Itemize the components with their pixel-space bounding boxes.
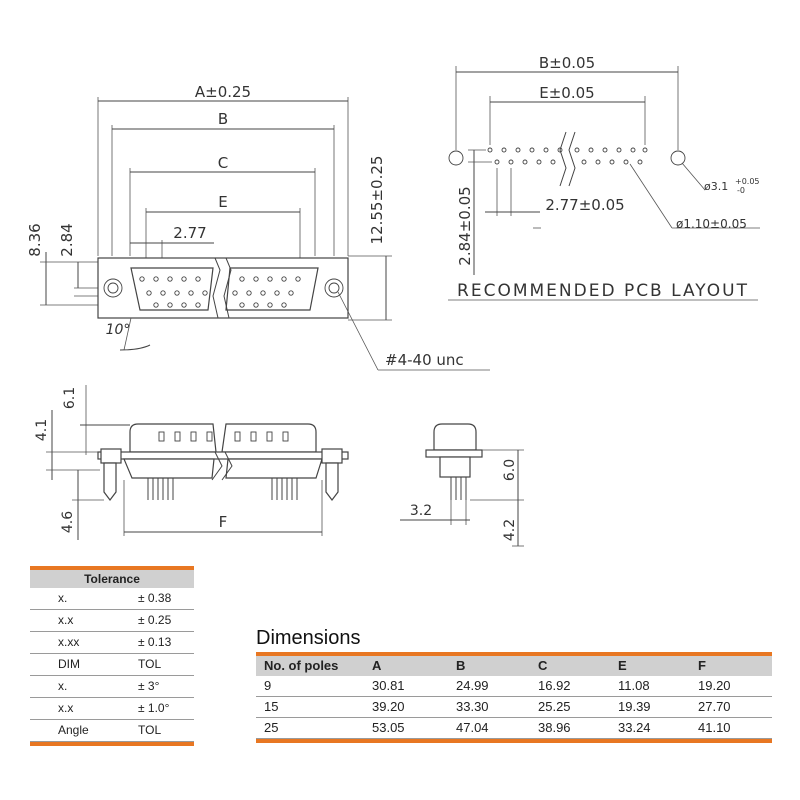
dim-total-height-label: 8.36 [26, 223, 44, 256]
side-pcb-pins [147, 478, 298, 500]
table-row: x.x± 0.25 [30, 610, 194, 632]
end-dim-60-label: 6.0 [502, 459, 518, 481]
svg-text:-0: -0 [737, 186, 745, 195]
dim-pin-height-label: 2.84 [58, 223, 76, 256]
table-row: x.± 3° [30, 676, 194, 698]
contact-row-middle [146, 290, 294, 296]
pcb-caption: RECOMMENDED PCB LAYOUT [457, 281, 749, 301]
side-body-left [129, 423, 217, 453]
side-dim-61-label: 6.1 [62, 387, 78, 409]
side-board-lock-left [103, 462, 117, 501]
table-row: 9 30.81 24.99 16.92 11.08 19.20 [256, 676, 772, 697]
table-row: x.xx± 0.13 [30, 632, 194, 654]
end-dim-42-label: 4.2 [502, 519, 518, 541]
side-dim-41-label: 4.1 [34, 419, 50, 441]
table-row: x.x± 1.0° [30, 698, 194, 720]
dim-e-label: E [218, 193, 227, 211]
dim-c-label: C [218, 154, 228, 172]
tolerance-title: Tolerance [30, 570, 194, 588]
contact-row-top [139, 276, 301, 282]
pcb-pad-row-bottom [494, 159, 643, 165]
table-row: x.± 0.38 [30, 588, 194, 610]
technical-drawing: A±0.25 B C E 2.77 8.36 2.84 12.55±0.25 [26, 54, 760, 547]
pcb-large-hole-label: ø3.1 [704, 180, 728, 193]
pcb-dim-b-label: B±0.05 [539, 54, 595, 72]
pcb-pad-row-top [487, 147, 648, 153]
thread-label: #4-40 unc [385, 351, 464, 369]
dimensions-title: Dimensions [256, 627, 361, 649]
side-dim-46-label: 4.6 [60, 511, 76, 533]
end-shell [433, 423, 477, 451]
table-row: 25 53.05 47.04 38.96 33.24 41.10 [256, 718, 772, 739]
end-insulator [439, 456, 471, 478]
side-flange [97, 451, 349, 460]
side-board-lock-right [325, 462, 339, 501]
tolerance-table: Tolerance x.± 0.38 x.x± 0.25 x.xx± 0.13 … [30, 566, 194, 746]
pcb-row-dim-label: 2.84±0.05 [456, 186, 474, 265]
side-dim-f-label: F [219, 513, 228, 531]
shell-left [130, 267, 214, 311]
front-view: A±0.25 B C E 2.77 8.36 2.84 12.55±0.25 [26, 83, 490, 371]
pcb-mounting-hole-left [448, 150, 464, 166]
contact-row-bottom [153, 302, 287, 308]
dim-b-label: B [218, 110, 228, 128]
pcb-dim-e-label: E±0.05 [539, 84, 594, 102]
dim-depth-label: 12.55±0.25 [368, 156, 386, 245]
end-flange [425, 449, 483, 458]
dim-pitch-label: 2.77 [173, 224, 206, 242]
svg-text:+0.05: +0.05 [735, 177, 760, 186]
pcb-pitch-label: 2.77±0.05 [545, 196, 624, 214]
end-dim-32-label: 3.2 [410, 503, 432, 519]
shell-right [225, 267, 319, 311]
pcb-small-hole-label: ø1.10±0.05 [676, 217, 747, 231]
table-row: 15 39.20 33.30 25.25 19.39 27.70 [256, 697, 772, 718]
dimensions-table: Dimensions No. of poles A B C E F 9 30.8… [256, 624, 772, 743]
dimensions-header-row: No. of poles A B C E F [256, 656, 772, 676]
end-view: 6.0 3.2 4.2 [400, 423, 524, 547]
angle-label: 10° [106, 322, 131, 338]
side-view: 6.1 4.1 4.6 F [34, 385, 349, 540]
pcb-mounting-hole-right [670, 150, 686, 166]
pcb-layout: B±0.05 E±0.05 2.77±0.05 2.84±0.05 [448, 54, 760, 301]
dim-a-label: A±0.25 [195, 83, 251, 101]
